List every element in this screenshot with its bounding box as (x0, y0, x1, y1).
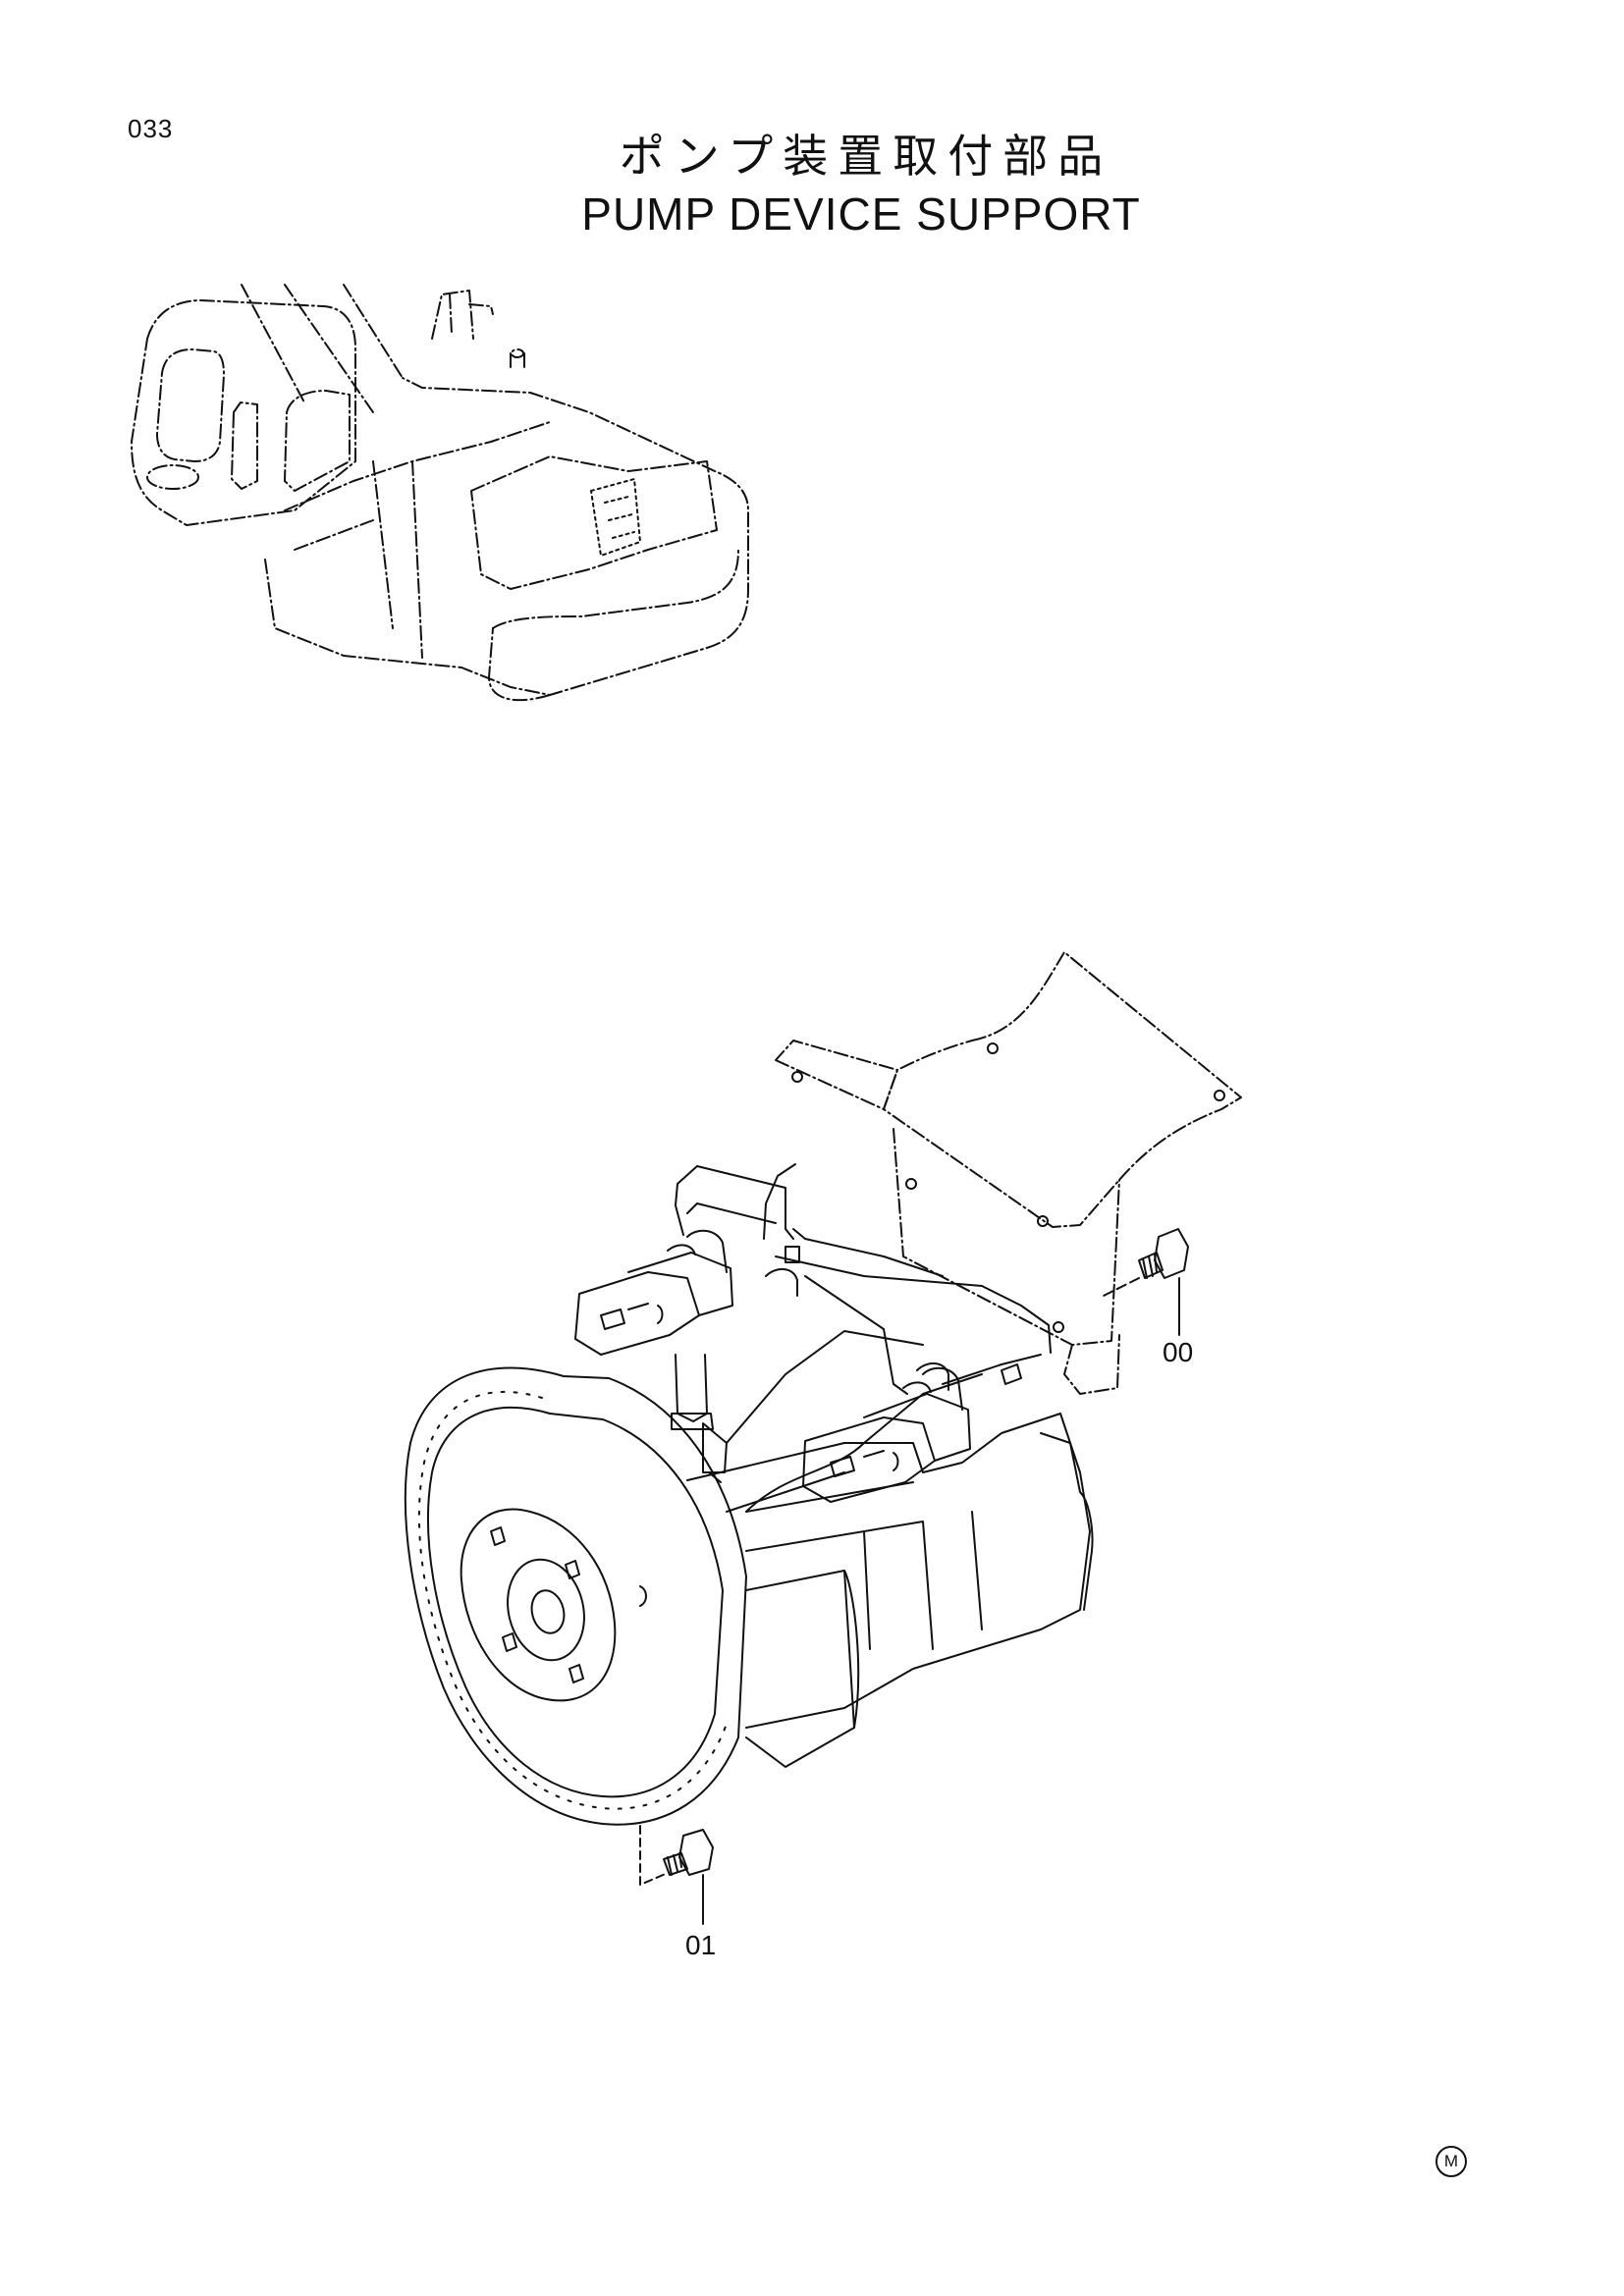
coupling-hub (507, 1558, 585, 1662)
bracket-web-edge (1063, 1334, 1120, 1395)
fuel-cap (511, 348, 524, 358)
title-english: PUMP DEVICE SUPPORT (581, 188, 1141, 240)
bracket-hole (1037, 1215, 1049, 1227)
coupling-center (530, 1589, 566, 1634)
bolt-00-illustration (1103, 1228, 1189, 1336)
pilot-line-1 (675, 1165, 794, 1240)
coupling-plate (460, 1508, 617, 1702)
flywheel-housing-outer (404, 1366, 747, 1826)
hydraulic-pump-assembly-illustration (404, 1163, 1094, 1826)
bolt-01-illustration (639, 1825, 714, 1925)
bracket-hole (905, 1178, 917, 1190)
bracket-plate-top (883, 951, 1242, 1228)
pilot-line-8 (792, 1228, 944, 1277)
engine-compartment (470, 455, 718, 590)
upper-body-outline (264, 377, 749, 696)
pump-rear-housing (1040, 1432, 1094, 1611)
bolt-00-thread (1142, 1254, 1158, 1279)
boom-outline (241, 284, 404, 413)
cab-window-front (156, 348, 225, 462)
bracket-hole (1053, 1321, 1064, 1333)
corner-mark: M (1435, 2146, 1467, 2177)
regulator-lower-valve (902, 1366, 963, 1411)
flywheel-housing-inner (427, 1406, 724, 1798)
fitting-elbows (765, 1246, 1022, 1391)
bolt-01-thread (667, 1852, 682, 1876)
coupling-bolts (490, 1526, 647, 1683)
page-number: 033 (128, 114, 174, 143)
title-block: ポンプ装置取付部品 PUMP DEVICE SUPPORT (0, 128, 1624, 243)
cab-mirror (146, 464, 199, 490)
pump-body-front (686, 1413, 1091, 1729)
fitting-upper-vertical (675, 1354, 708, 1422)
fitting-mid (702, 1422, 728, 1483)
pilot-line-9 (745, 1373, 983, 1513)
fitting-upper-vertical-nut (671, 1413, 714, 1430)
bracket-left-flange (775, 1040, 898, 1110)
callout-00: 00 (1163, 1337, 1194, 1367)
pump-support-bracket-illustration (775, 951, 1242, 1395)
pilot-line-4 (775, 1255, 1052, 1354)
pilot-line-2 (686, 1202, 777, 1224)
bracket-hole (1214, 1090, 1225, 1101)
regulator-lower-block-2 (863, 1393, 971, 1462)
pilot-line-3 (763, 1163, 796, 1240)
bracket-vertical-web (893, 1128, 1120, 1346)
flywheel-housing-bolt-circle (417, 1390, 728, 1810)
regulator-upper-block-2 (627, 1252, 733, 1316)
pump-body-case-2 (843, 1570, 860, 1729)
regulator-upper-block (574, 1271, 700, 1356)
bolt-01-shank (663, 1852, 688, 1876)
bracket-hole (987, 1042, 999, 1054)
bolt-01-bracket-line (639, 1825, 669, 1886)
handrail (431, 290, 494, 340)
rear-panels (284, 421, 551, 659)
bracket-hole (791, 1071, 803, 1083)
bolt-00-shank (1138, 1252, 1164, 1279)
callout-01: 01 (685, 1930, 717, 1960)
title-japanese: ポンプ装置取付部品 (619, 130, 1113, 183)
pilot-line-6 (726, 1330, 924, 1444)
cab-window-side (231, 401, 258, 490)
pump-location-marker (590, 478, 641, 557)
pilot-line-7 (942, 1354, 1042, 1385)
cab-window-rear (284, 390, 351, 492)
counterweight-front (492, 549, 739, 629)
regulator-upper-detail (600, 1303, 664, 1330)
bolt-00-leader-dash (1103, 1277, 1140, 1297)
regulator-lower-detail (830, 1450, 899, 1477)
pilot-line-10 (726, 1471, 845, 1513)
pump-body-case (745, 1570, 855, 1768)
bolt-01-head (678, 1829, 714, 1876)
regulator-upper-valve (667, 1229, 728, 1273)
cab-outline (131, 299, 356, 526)
counterweight-bottom (488, 627, 551, 702)
pump-location-marker-lines (604, 496, 635, 539)
pump-case-ribs (745, 1481, 983, 1650)
pilot-line-5 (804, 1275, 908, 1395)
regulator-lower-block (802, 1416, 936, 1503)
excavator-overview-illustration (131, 284, 749, 702)
